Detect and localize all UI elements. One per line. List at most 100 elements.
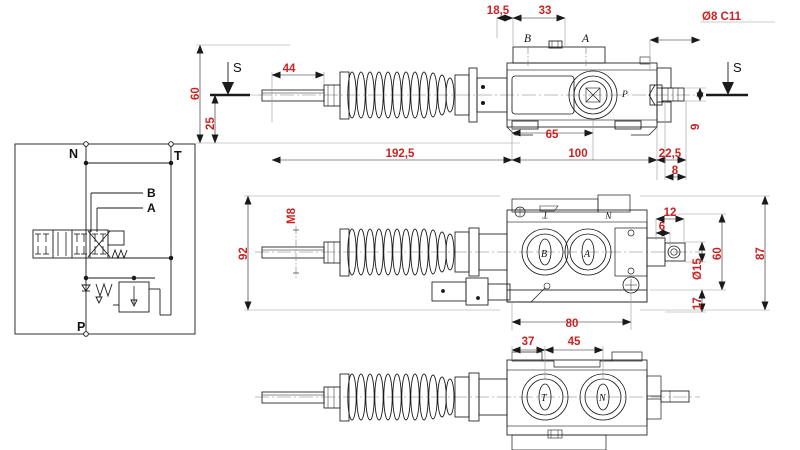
valve-actuator-block [107, 230, 125, 246]
port-dot-t [168, 141, 174, 147]
bot-port-t-slot [538, 383, 552, 411]
dim-87: 87 [755, 247, 767, 260]
top-port-circle-outer [568, 70, 618, 120]
mid-return-spring [347, 228, 455, 276]
mid-screw-top-left [514, 206, 526, 218]
mid-label-port-t: T [542, 210, 548, 220]
schematic-label-n: N [69, 147, 78, 161]
mid-relief-hole [667, 245, 681, 259]
mid-screw-r2 [627, 267, 635, 275]
section-mark-s-right: S [733, 60, 742, 75]
mid-label-port-a: A [583, 249, 591, 260]
schematic-port-labels: N T P B A [69, 147, 182, 334]
dim-dia8-c11: Ø8 C11 [702, 11, 742, 23]
dim-m8: M8 [286, 207, 298, 224]
dim-44: 44 [283, 63, 296, 75]
port-dot-p [83, 331, 89, 337]
mid-port-b-inner [526, 233, 564, 271]
dim-45: 45 [568, 336, 581, 348]
junction-5 [131, 275, 137, 281]
top-label-port-p: P [621, 90, 628, 100]
middle-view-geometry [255, 194, 700, 306]
relief-spring-symbol [95, 282, 113, 298]
junction-1 [83, 160, 89, 166]
bot-return-spring [347, 373, 455, 421]
dim-17: 17 [692, 297, 704, 310]
schematic-label-t: T [174, 149, 182, 163]
top-label-port-a: A [581, 33, 590, 45]
mid-port-b-slot [538, 238, 552, 266]
mid-port-a-slot [581, 238, 595, 266]
top-port-boss [512, 46, 606, 64]
top-port-circle-mid [573, 75, 613, 115]
dim-60-top: 60 [190, 87, 202, 100]
mid-spring-seat [339, 228, 350, 277]
dim-8: 8 [672, 165, 679, 177]
junction-4 [83, 275, 89, 281]
dim-9: 9 [690, 124, 702, 130]
dim-80: 80 [566, 318, 579, 330]
top-view-dimension-text: 60 25 44 18,5 33 65 100 192,5 22,5 8 9 Ø… [190, 5, 742, 177]
dim-60-mid: 60 [712, 247, 724, 260]
bottom-view-dimension-text: 37 45 T N [522, 336, 607, 404]
return-spring-symbol [111, 248, 128, 260]
top-label-port-b: B [524, 33, 531, 45]
dim-100: 100 [568, 148, 587, 160]
mid-port-a-outer [564, 228, 612, 276]
top-port-circle-inner [578, 80, 608, 110]
middle-view-dimension-text: 92 M8 12 6 Ø15 60 17 87 80 B A T N [238, 207, 767, 330]
bot-label-port-n: N [598, 393, 607, 404]
dim-65: 65 [546, 129, 559, 141]
schematic-frame [14, 143, 196, 335]
mid-top-boss [597, 194, 631, 213]
relief-arrow [95, 296, 103, 305]
junction-3 [168, 255, 174, 261]
top-foot-left [511, 120, 539, 130]
junction-2 [168, 160, 174, 166]
schematic-label-a: A [147, 201, 156, 215]
schematic-label-b: B [147, 186, 156, 200]
schematic-label-p: P [77, 320, 85, 334]
top-return-spring [347, 71, 455, 119]
dim-25: 25 [205, 117, 217, 130]
bot-label-port-t: T [541, 393, 548, 404]
mid-lower-rail [506, 289, 648, 303]
dim-6: 6 [659, 221, 665, 233]
dim-192-5: 192,5 [386, 148, 415, 160]
middle-view-dimensions [244, 195, 770, 330]
mid-port-b-outer [521, 228, 569, 276]
bot-port-n-slot [596, 383, 610, 411]
dim-22-5: 22,5 [659, 148, 682, 160]
mid-port-a-inner [569, 233, 607, 271]
dim-dia15: Ø15 [692, 258, 704, 280]
bot-spring-seat [339, 373, 350, 422]
dim-92: 92 [238, 247, 250, 260]
section-mark-s-left: S [233, 60, 242, 75]
top-right-block-b [656, 101, 672, 123]
relief-valve-box [118, 281, 150, 313]
hydraulic-schematic [14, 141, 196, 337]
bottom-view-dimensions [511, 346, 604, 380]
dim-18-5: 18,5 [487, 5, 510, 17]
mid-label-port-b: B [541, 249, 547, 260]
relief-internal-arrow [130, 299, 138, 308]
top-view-dimensions [196, 14, 775, 181]
dim-12: 12 [664, 207, 677, 219]
mid-nozzle-stem [487, 283, 511, 301]
mid-relief-spigot [664, 242, 686, 262]
bot-relief-spigot [660, 390, 690, 403]
port-dot-n [83, 141, 89, 147]
dim-37: 37 [522, 336, 535, 348]
spool-symbols [35, 232, 106, 256]
top-spring-seat [339, 71, 350, 120]
mid-screw-r1 [627, 229, 635, 237]
crossover-symbol [87, 230, 111, 258]
dim-33: 33 [539, 5, 552, 17]
bot-lower-plate [511, 434, 607, 450]
top-foot-right [614, 120, 642, 130]
mid-label-port-n: N [605, 209, 613, 219]
check-valve-symbol [81, 284, 91, 292]
